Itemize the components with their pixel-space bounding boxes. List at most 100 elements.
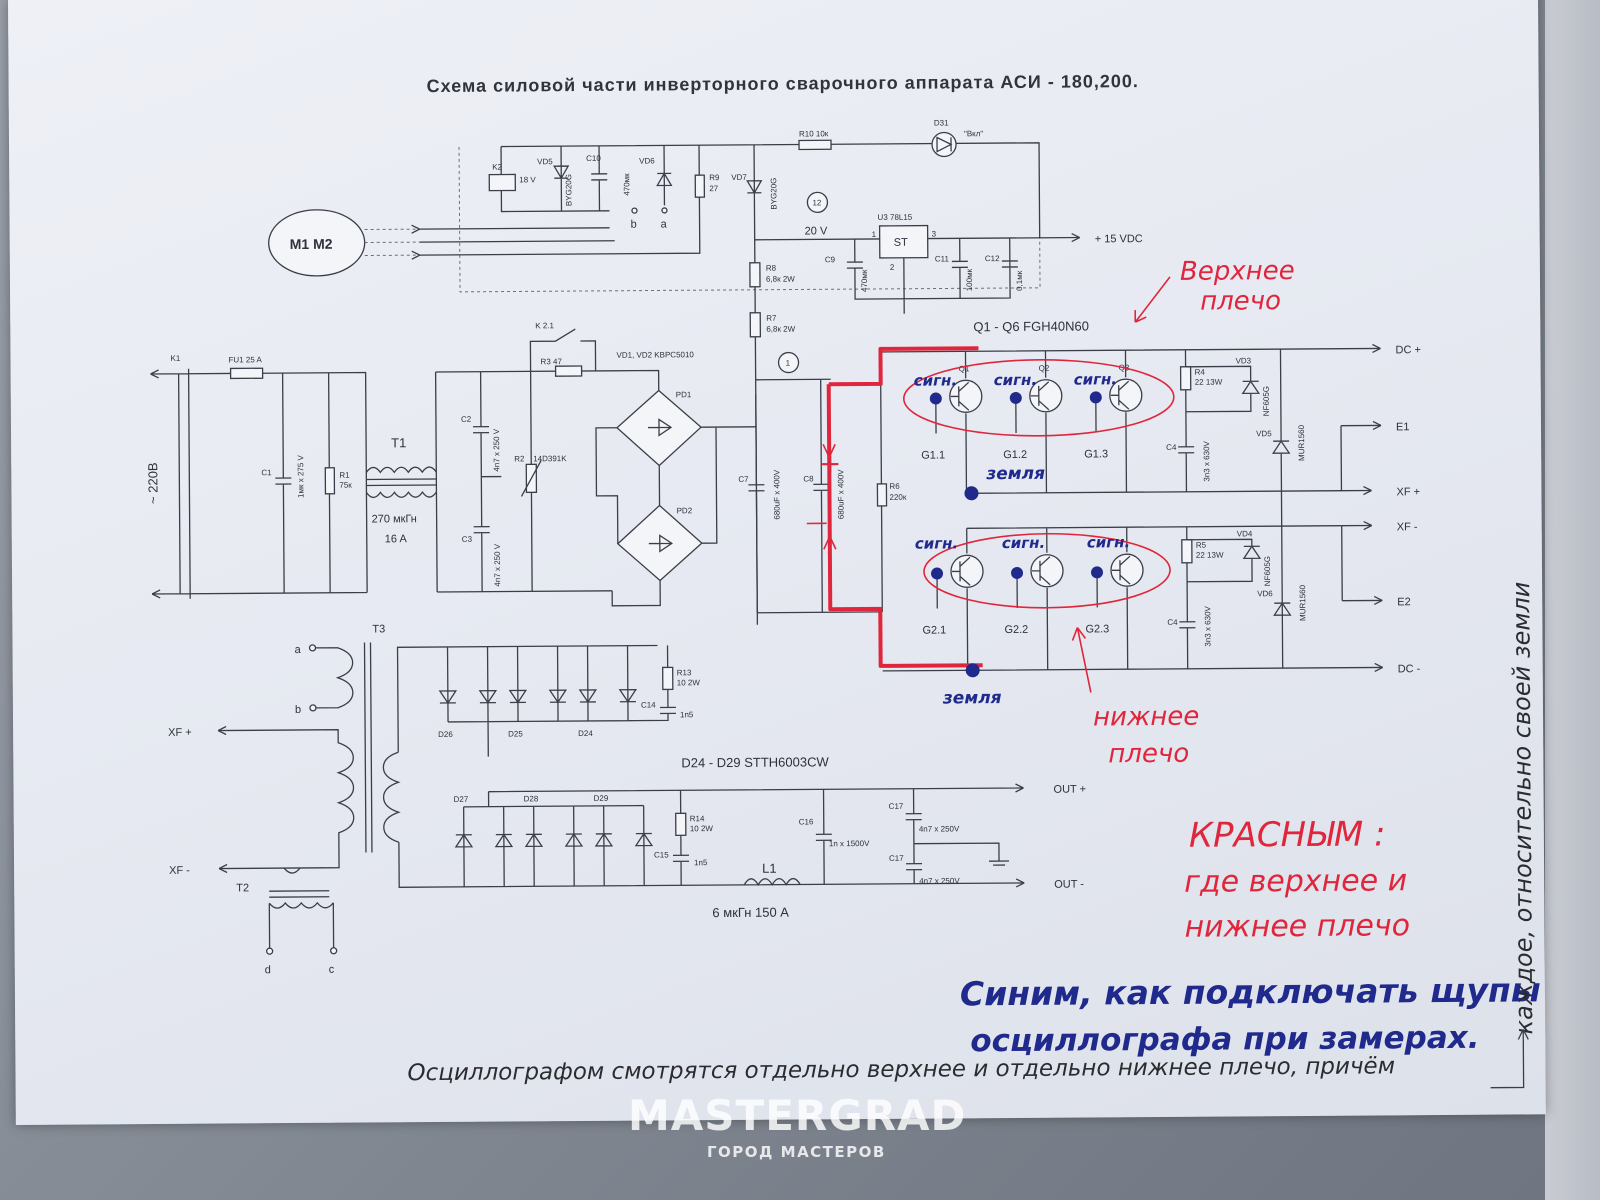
sig-label-4: сигн. — [915, 534, 958, 552]
g23-label: G2.3 — [1085, 623, 1109, 635]
c17a-label: C17 — [889, 802, 904, 811]
r8-label: R8 — [766, 264, 777, 273]
r1-label: R1 — [339, 471, 350, 480]
r7-value: 6,8к 2W — [766, 325, 795, 334]
side-handwritten-note: каждое, относительно своей земли — [1507, 582, 1538, 1035]
c2-label: C2 — [461, 415, 472, 424]
r7-label: R7 — [766, 314, 777, 323]
u3-pin3: 3 — [932, 230, 937, 239]
r14-label: R14 — [690, 814, 705, 823]
aux-pin-b: b — [631, 219, 637, 231]
fuse-fu1 — [229, 367, 264, 380]
r5-label: R5 — [1196, 541, 1207, 550]
r9-label: R9 — [709, 173, 720, 182]
aux-pin-a: a — [661, 218, 668, 230]
inv-xf-plus-label: XF + — [1396, 486, 1420, 498]
c15-value: 1n5 — [694, 858, 708, 867]
tp12-label: 12 — [812, 198, 822, 207]
plus-mark: + — [819, 449, 841, 479]
schematic-drawing: Схема силовой части инверторного сварочн… — [145, 71, 1541, 1089]
c8-label: C8 — [803, 474, 814, 483]
t1-current: 16 A — [385, 533, 408, 545]
r9-value: 27 — [709, 184, 719, 193]
aux-vd5-label: VD5 — [537, 157, 553, 166]
c7-value: 680uF x 400V — [772, 469, 781, 520]
d28-label: D28 — [524, 794, 539, 803]
u3-pin1: 1 — [872, 230, 877, 239]
e1-label: E1 — [1396, 421, 1410, 433]
t2-pin-d: d — [265, 964, 271, 976]
c4b-value: 3n3 x 630V — [1203, 605, 1212, 646]
schematic-sheet: Схема силовой части инверторного сварочн… — [8, 0, 1546, 1125]
lower-gate-oval — [923, 532, 1171, 609]
dc-minus-label: DC - — [1398, 663, 1421, 675]
out-xf-plus-label: XF + — [168, 727, 192, 739]
c17b-value: 4n7 x 250V — [919, 876, 960, 885]
c15-label: C15 — [654, 850, 669, 859]
fan-motor: M1 M2 — [268, 209, 421, 277]
r1-value: 75к — [339, 481, 352, 490]
c10-label: C10 — [586, 154, 601, 163]
vd3-label: VD3 — [1236, 356, 1252, 365]
t1-value: 270 мкГн — [372, 513, 417, 525]
c1-value: 1мк х 275 V — [296, 454, 305, 498]
switch-k1-label: K1 — [170, 354, 180, 363]
c14-label: C14 — [641, 700, 656, 709]
c14-value: 1n5 — [680, 710, 694, 719]
c9-value: 470мк — [860, 269, 869, 292]
c3-value: 4n7 x 250 V — [493, 543, 502, 586]
d31-caption: "Вкл" — [964, 129, 983, 138]
c9-label: C9 — [825, 255, 836, 264]
pd1-label: PD1 — [676, 390, 692, 399]
c11-label: C11 — [935, 254, 950, 263]
r14-value: 10 2W — [690, 824, 714, 833]
c2-value: 4n7 x 250 V — [492, 428, 501, 471]
k2-label: K2 — [492, 163, 502, 172]
d31-label: D31 — [934, 118, 949, 127]
r4-value: 22 13W — [1195, 378, 1223, 387]
blue-note-line1: Синим, как подключать щупы — [960, 970, 1541, 1013]
table-edge — [1545, 0, 1600, 1200]
c16-label: C16 — [799, 817, 814, 826]
t2-pin-c: c — [329, 964, 335, 976]
r8-value: 6,8к 2W — [766, 275, 795, 284]
vd6-value: MUR1560 — [1298, 584, 1307, 621]
sig-label-2: сигн. — [994, 371, 1037, 389]
c8-value: 680uF x 400V — [836, 469, 845, 520]
aux-vd6-label: VD6 — [639, 156, 655, 165]
u3-box-label: ST — [894, 237, 908, 249]
d29-label: D29 — [594, 794, 609, 803]
c17b-label: C17 — [889, 854, 904, 863]
t1-label: T1 — [391, 435, 406, 450]
d24-label: D24 — [578, 729, 593, 738]
d25-label: D25 — [508, 729, 523, 738]
tp1-label: 1 — [786, 359, 791, 368]
red-note-line2: где верхнее и — [1184, 863, 1407, 900]
c12-value: 0,1мк — [1015, 270, 1024, 291]
q2-label: Q2 — [1039, 364, 1050, 373]
fuse-label: FU1 25 A — [228, 355, 262, 364]
out-minus-label: OUT - — [1054, 879, 1084, 891]
d27-label: D27 — [454, 795, 469, 804]
q1-label: Q1 — [959, 364, 970, 373]
dc-plus-label: DC + — [1395, 344, 1420, 356]
c4a-label: C4 — [1166, 443, 1177, 452]
mains-label: ~ 220В — [145, 462, 160, 504]
t3-pin-b: b — [295, 704, 301, 716]
c1-label: C1 — [261, 468, 272, 477]
probe-points — [929, 391, 1104, 678]
blue-note-line2: осциллографа при замерах. — [970, 1020, 1479, 1060]
e2-label: E2 — [1397, 596, 1411, 608]
lower-igbt-group — [936, 525, 1342, 671]
sig-label-1: сигн. — [914, 371, 957, 389]
g21-label: G2.1 — [922, 624, 946, 636]
g11-label: G1.1 — [921, 449, 945, 461]
vd3-value: NF605G — [1262, 386, 1271, 416]
t3-label: T3 — [372, 623, 385, 635]
r13-label: R13 — [677, 668, 692, 677]
l1-value: 6 мкГн 150 A — [712, 905, 789, 921]
c4a-value: 3n3 x 630V — [1202, 440, 1211, 481]
inv-xf-minus-label: XF - — [1397, 521, 1418, 533]
upper-arm-word2: плечо — [1200, 286, 1281, 317]
relay-k2 — [488, 173, 516, 192]
